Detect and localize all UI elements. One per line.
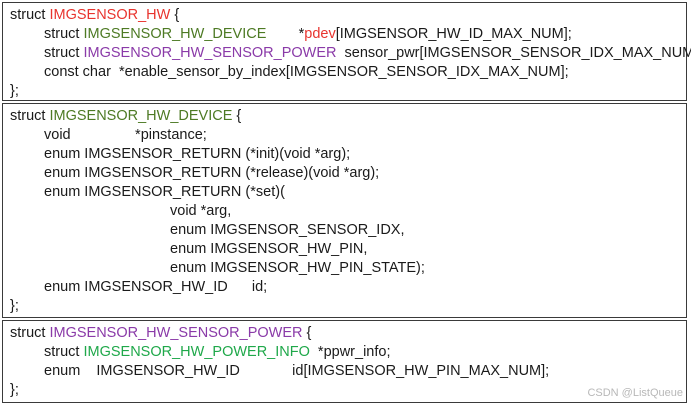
code-line: enum IMGSENSOR_SENSOR_IDX,: [170, 221, 405, 240]
code-identifier: IMGSENSOR_HW_DEVICE: [83, 26, 267, 42]
code-line: struct IMGSENSOR_HW {: [10, 6, 179, 25]
code-text: struct: [10, 7, 50, 23]
code-text: };: [10, 382, 19, 398]
code-text: {: [170, 7, 180, 23]
code-text: enum IMGSENSOR_SENSOR_IDX,: [170, 222, 405, 238]
code-identifier: IMGSENSOR_HW_DEVICE: [49, 108, 233, 124]
code-line: void *pinstance;: [44, 126, 207, 145]
code-text: };: [10, 298, 19, 314]
code-text: const char *enable_sensor_by_index[IMGSE…: [44, 64, 569, 80]
code-text: *: [266, 26, 305, 42]
code-block-imgsensor-hw: struct IMGSENSOR_HW {struct IMGSENSOR_HW…: [2, 2, 691, 101]
code-line: struct IMGSENSOR_HW_SENSOR_POWER sensor_…: [44, 44, 691, 63]
code-line: enum IMGSENSOR_RETURN (*init)(void *arg)…: [44, 145, 350, 164]
code-line: struct IMGSENSOR_HW_DEVICE *pdev[IMGSENS…: [44, 25, 572, 44]
code-text: sensor_pwr[IMGSENSOR_SENSOR_IDX_MAX_NUM]…: [336, 45, 691, 61]
code-text: struct: [44, 26, 84, 42]
code-text: {: [232, 108, 242, 124]
code-line: void *arg,: [170, 202, 231, 221]
code-block-imgsensor-hw-device: struct IMGSENSOR_HW_DEVICE {void *pinsta…: [2, 103, 687, 318]
code-text: void *arg,: [170, 203, 232, 219]
code-text: struct: [44, 45, 84, 61]
code-line: struct IMGSENSOR_HW_DEVICE {: [10, 107, 241, 126]
code-identifier: IMGSENSOR_HW: [49, 7, 171, 23]
code-line: };: [10, 381, 19, 400]
code-text: enum IMGSENSOR_RETURN (*set)(: [44, 184, 285, 200]
code-text: };: [10, 83, 19, 99]
code-identifier: IMGSENSOR_HW_POWER_INFO: [83, 344, 310, 360]
code-line: enum IMGSENSOR_HW_ID id;: [44, 278, 267, 297]
code-line: };: [10, 297, 19, 316]
code-text: enum IMGSENSOR_HW_ID id;: [44, 279, 268, 295]
code-text: enum IMGSENSOR_HW_PIN,: [170, 241, 368, 257]
code-line: enum IMGSENSOR_HW_ID id[IMGSENSOR_HW_PIN…: [44, 362, 549, 381]
code-text: {: [302, 325, 312, 341]
code-line: };: [10, 82, 19, 101]
code-text: enum IMGSENSOR_HW_ID id[IMGSENSOR_HW_PIN…: [44, 363, 550, 379]
code-text: [IMGSENSOR_HW_ID_MAX_NUM];: [335, 26, 572, 42]
code-text: enum IMGSENSOR_HW_PIN_STATE);: [170, 260, 425, 276]
code-text: *ppwr_info;: [309, 344, 391, 360]
code-text: void *pinstance;: [44, 127, 207, 143]
code-text: enum IMGSENSOR_RETURN (*init)(void *arg)…: [44, 146, 351, 162]
code-line: enum IMGSENSOR_RETURN (*release)(void *a…: [44, 164, 379, 183]
code-text: struct: [10, 108, 50, 124]
csdn-watermark: CSDN @ListQueue: [587, 387, 683, 399]
code-line: enum IMGSENSOR_HW_PIN,: [170, 240, 367, 259]
code-line: enum IMGSENSOR_RETURN (*set)(: [44, 183, 285, 202]
code-text: enum IMGSENSOR_RETURN (*release)(void *a…: [44, 165, 380, 181]
code-identifier: pdev: [304, 26, 336, 42]
code-line: enum IMGSENSOR_HW_PIN_STATE);: [170, 259, 425, 278]
code-identifier: IMGSENSOR_HW_SENSOR_POWER: [49, 325, 303, 341]
code-line: const char *enable_sensor_by_index[IMGSE…: [44, 63, 569, 82]
code-identifier: IMGSENSOR_HW_SENSOR_POWER: [83, 45, 337, 61]
code-block-imgsensor-hw-sensor-power: struct IMGSENSOR_HW_SENSOR_POWER {struct…: [2, 320, 687, 403]
code-line: struct IMGSENSOR_HW_SENSOR_POWER {: [10, 324, 311, 343]
code-line: struct IMGSENSOR_HW_POWER_INFO *ppwr_inf…: [44, 343, 390, 362]
code-text: struct: [44, 344, 84, 360]
code-text: struct: [10, 325, 50, 341]
